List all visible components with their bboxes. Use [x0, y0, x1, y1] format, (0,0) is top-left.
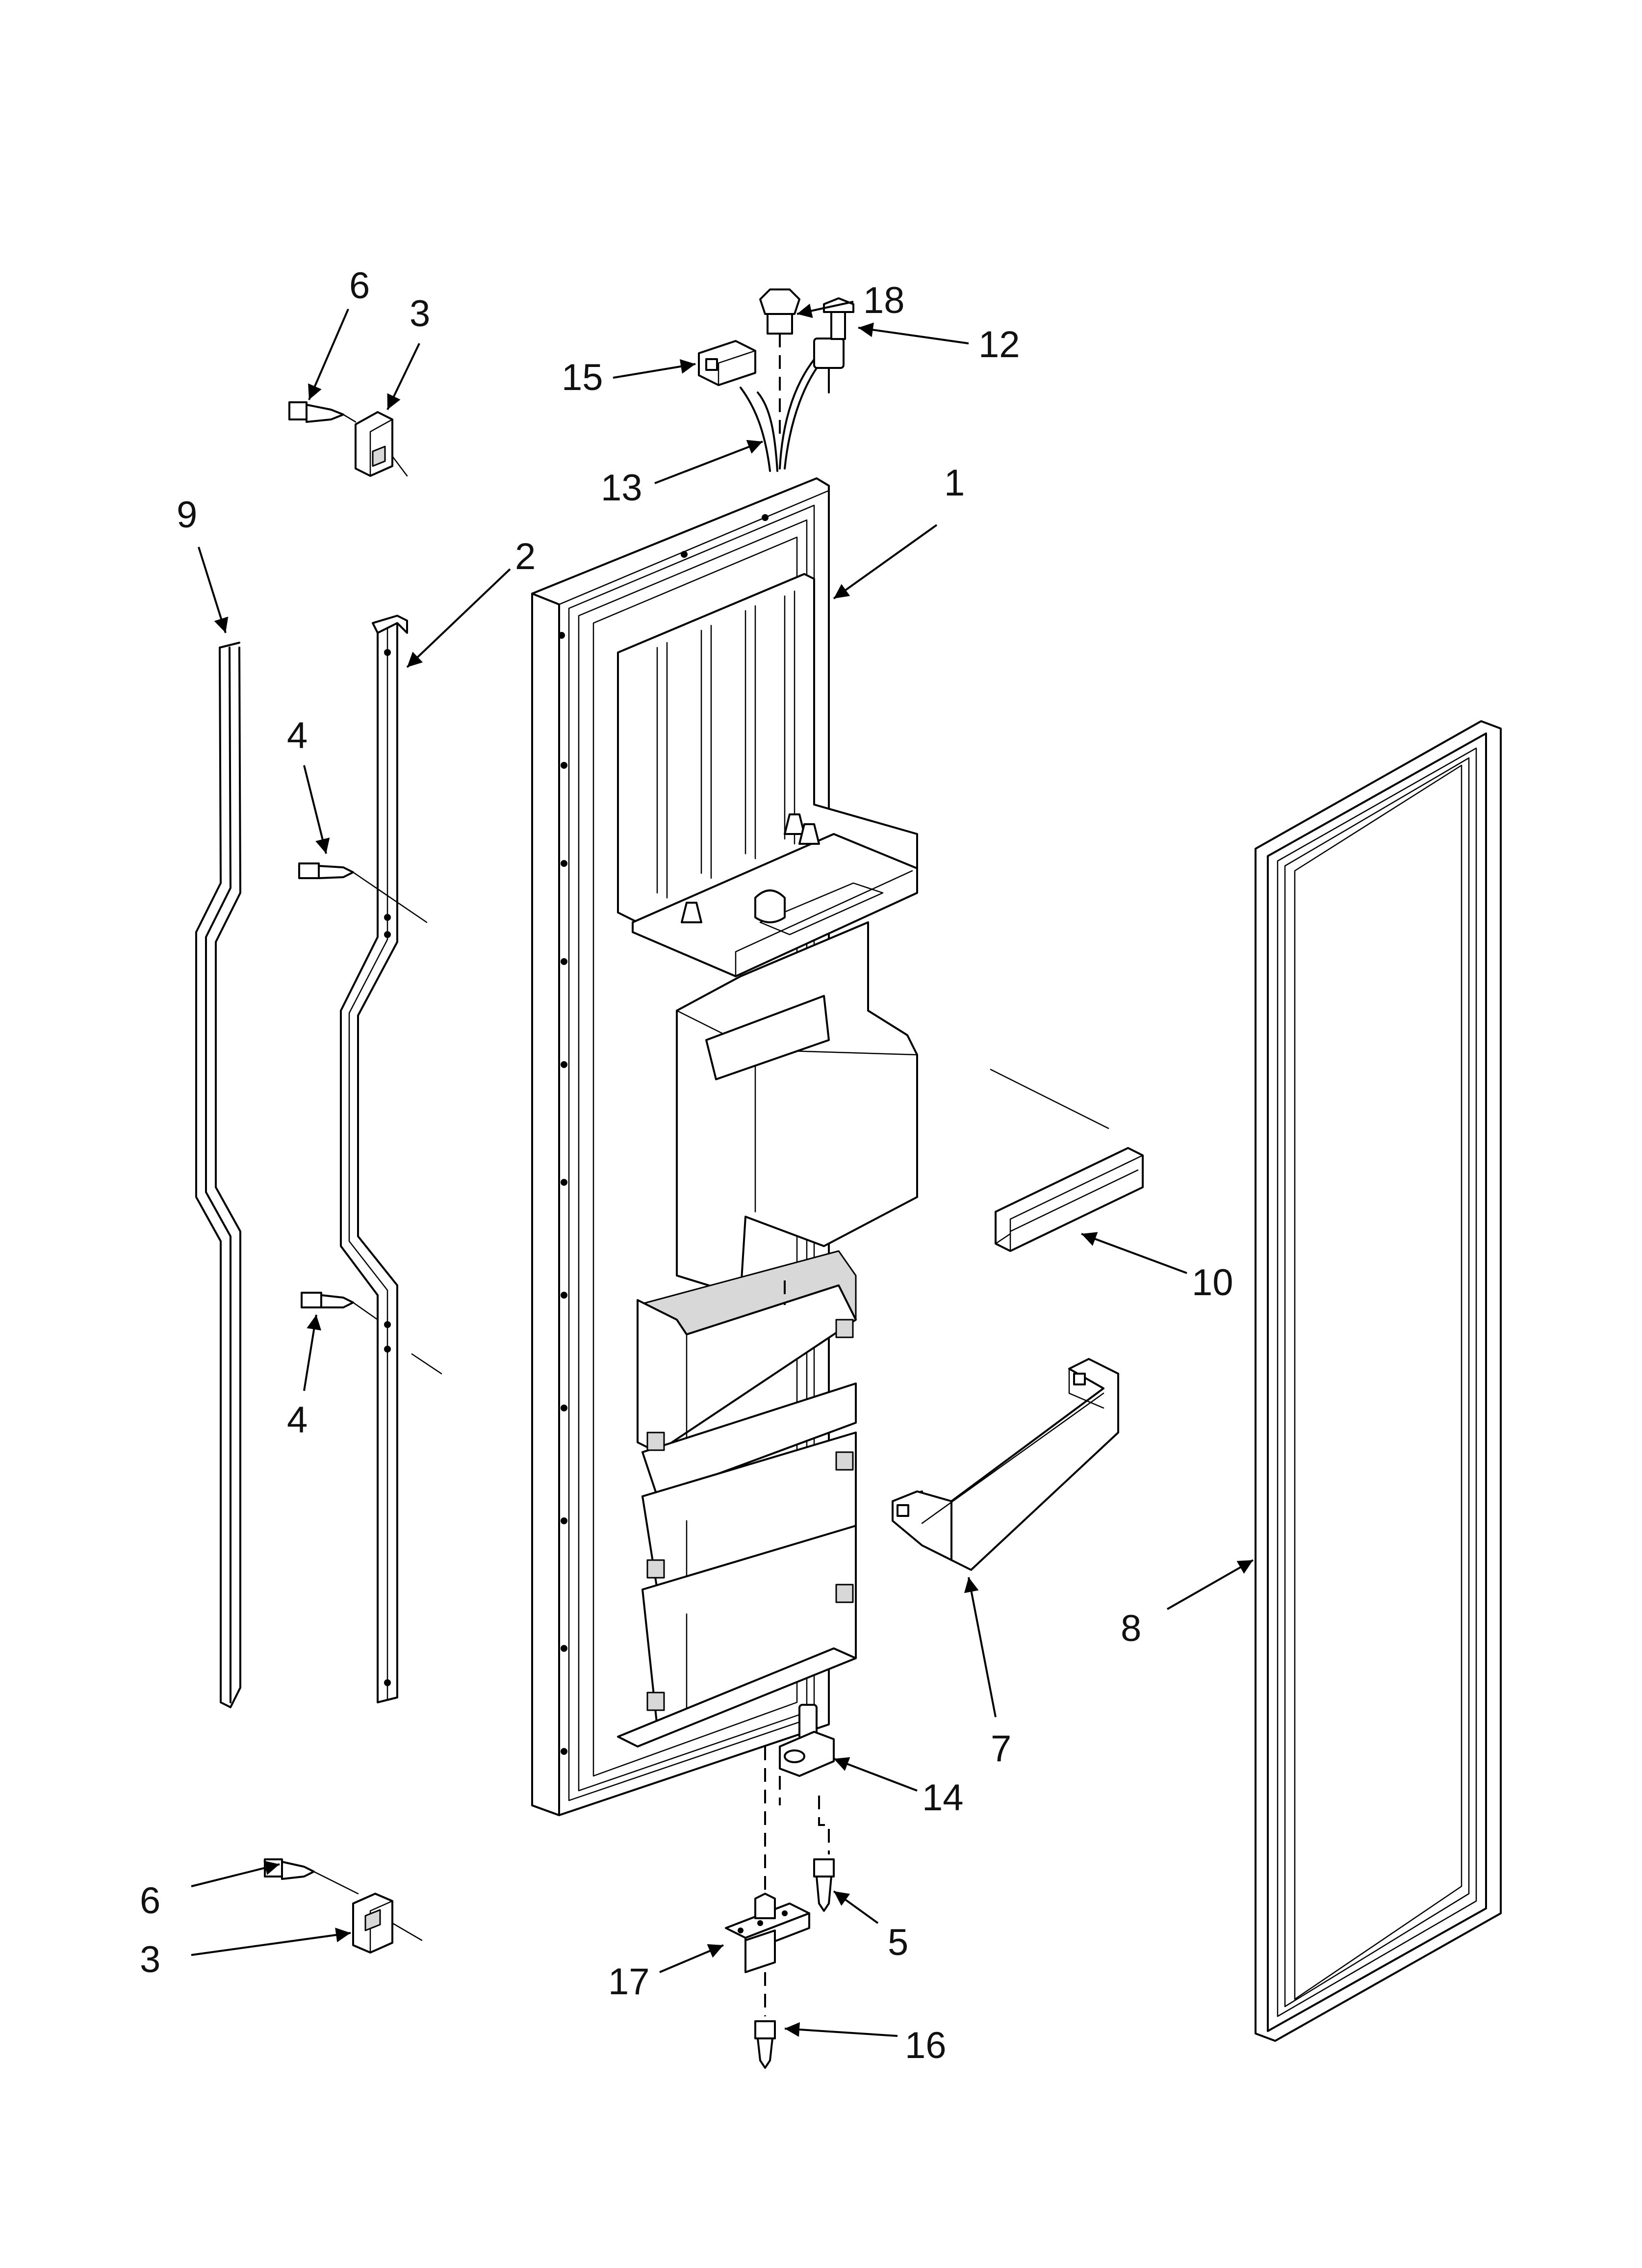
shelf-bin-part	[892, 1358, 1119, 1571]
callout-numbers: 18 12 15 13 1 6 3 9 2 4 4 10 7 8 14 5 6 …	[140, 265, 1233, 2066]
wire-harness-part	[740, 338, 845, 472]
callout-4-top: 4	[287, 715, 308, 756]
callout-9: 9	[177, 494, 197, 536]
callout-5: 5	[888, 1922, 908, 1963]
door-gasket-part	[1255, 720, 1502, 2042]
callout-6-bottom: 6	[140, 1880, 160, 1922]
callout-10: 10	[1192, 1262, 1233, 1303]
callout-3-bottom: 3	[140, 1939, 160, 1981]
screw-6-top-part	[288, 401, 357, 423]
callout-16: 16	[905, 2025, 947, 2066]
left-strip-part	[195, 642, 241, 1708]
screw-5-part	[813, 1796, 835, 1912]
trim-rail-part	[990, 1069, 1144, 1252]
door-screw-holes	[558, 514, 769, 1755]
callout-2: 2	[515, 536, 536, 577]
screw-16-part	[754, 1972, 776, 2069]
hinge-plate-part	[725, 1747, 810, 1973]
wire-connector-part	[698, 340, 756, 386]
callout-3-top: 3	[410, 293, 430, 335]
screw-4-top-part	[298, 862, 428, 923]
callout-14: 14	[922, 1777, 964, 1819]
callout-7: 7	[991, 1728, 1011, 1770]
callout-13: 13	[601, 467, 642, 509]
leader-lines	[191, 301, 1254, 2037]
callout-8: 8	[1121, 1608, 1141, 1649]
hinge-cap-top-part	[355, 411, 408, 477]
callout-4-bottom: 4	[287, 1399, 308, 1441]
hinge-bar-part	[340, 615, 408, 1703]
callout-15: 15	[562, 357, 603, 398]
hinge-cap-bottom-part	[352, 1893, 423, 1954]
callout-1: 1	[944, 462, 965, 504]
light-socket-part	[759, 288, 800, 442]
callout-12: 12	[978, 324, 1020, 365]
callout-18: 18	[863, 280, 905, 321]
door-panel-part	[531, 477, 918, 1816]
callout-6-top: 6	[349, 265, 370, 307]
screw-4-bottom-part	[301, 1292, 442, 1375]
callout-17: 17	[608, 1961, 650, 2003]
